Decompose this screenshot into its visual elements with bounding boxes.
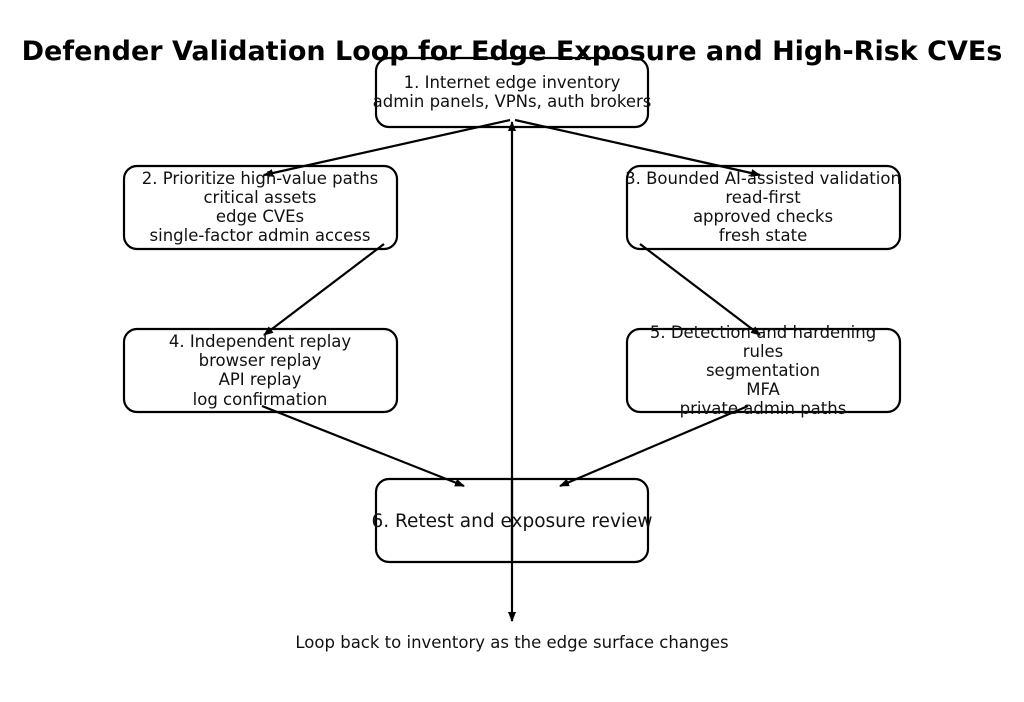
node-3-line-4: fresh state xyxy=(719,226,807,245)
node-2-line-2: critical assets xyxy=(203,188,316,207)
node-4: 4. Independent replay browser replay API… xyxy=(169,332,352,409)
node-3-line-1: 3. Bounded AI-assisted validation xyxy=(625,169,901,188)
node-5: 5. Detection and hardening rules segment… xyxy=(650,323,876,418)
node-4-line-3: API replay xyxy=(219,370,302,389)
node-4-line-4: log confirmation xyxy=(193,390,328,409)
edge-2-to-4 xyxy=(263,243,385,336)
node-2-line-1: 2. Prioritize high-value paths xyxy=(142,169,379,188)
node-5-line-2: rules xyxy=(743,342,784,361)
node-box-3 xyxy=(625,164,902,251)
node-1-line-2: admin panels, VPNs, auth brokers xyxy=(373,92,652,111)
node-3-line-2: read-first xyxy=(725,188,801,207)
edge-1-to-2 xyxy=(263,118,511,177)
node-6: 6. Retest and exposure review xyxy=(371,511,652,532)
node-5-line-1: 5. Detection and hardening xyxy=(650,323,876,342)
node-box-4 xyxy=(122,327,399,414)
edge-1-to-3 xyxy=(514,118,761,177)
node-5-line-5: private admin paths xyxy=(680,399,847,418)
node-box-5 xyxy=(625,327,902,414)
node-4-line-2: browser replay xyxy=(199,351,322,370)
node-1-line-1: 1. Internet edge inventory xyxy=(404,73,621,92)
edge-5-to-6 xyxy=(559,404,749,488)
node-4-line-1: 4. Independent replay xyxy=(169,332,352,351)
node-6-line-1: 6. Retest and exposure review xyxy=(371,511,652,532)
node-box-2 xyxy=(122,164,399,251)
edge-4-to-6 xyxy=(261,404,465,488)
node-2: 2. Prioritize high-value paths critical … xyxy=(142,169,379,245)
node-2-line-4: single-factor admin access xyxy=(150,226,371,245)
node-1: 1. Internet edge inventory admin panels,… xyxy=(373,73,652,111)
node-5-line-3: segmentation xyxy=(706,361,820,380)
node-2-line-3: edge CVEs xyxy=(216,207,304,226)
node-3-line-3: approved checks xyxy=(693,207,833,226)
node-3: 3. Bounded AI-assisted validation read-f… xyxy=(625,169,901,245)
loop-caption: Loop back to inventory as the edge surfa… xyxy=(295,633,728,652)
diagram-title: Defender Validation Loop for Edge Exposu… xyxy=(22,36,1003,67)
node-5-line-4: MFA xyxy=(746,380,780,399)
edge-3-to-5 xyxy=(639,243,761,336)
